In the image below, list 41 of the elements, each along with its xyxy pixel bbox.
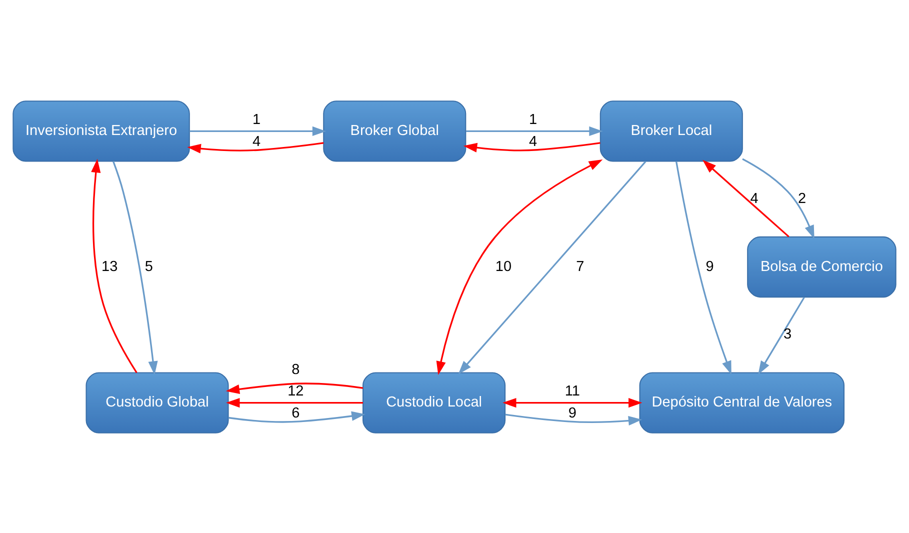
edge-label: 11 — [564, 383, 580, 400]
edge-label: 1 — [252, 112, 261, 128]
edge-label: 4 — [252, 133, 261, 150]
edge-label: 4 — [750, 190, 758, 206]
arrow — [463, 142, 600, 152]
arrow — [742, 158, 814, 239]
arrow — [226, 382, 364, 394]
arrow — [226, 398, 363, 408]
arrow — [505, 413, 642, 426]
edge-label: 8 — [292, 361, 300, 378]
edge-label: 2 — [798, 190, 806, 206]
edge-label: 6 — [292, 405, 300, 422]
arrow — [190, 126, 326, 136]
arrow — [436, 159, 603, 375]
edge-label: 9 — [568, 405, 576, 422]
edge-label: 7 — [576, 258, 584, 274]
edge-label: 9 — [706, 258, 714, 274]
arrow — [458, 160, 646, 374]
node-box: Bolsa de Comercio — [747, 236, 896, 298]
edge-label: 13 — [102, 258, 118, 274]
arrow — [91, 158, 138, 373]
arrow — [675, 160, 732, 374]
arrow — [702, 159, 790, 237]
arrow — [112, 160, 158, 374]
node-box: Custodio Local — [362, 372, 506, 433]
edge-label: 5 — [144, 258, 154, 274]
node-box: Broker Global — [323, 100, 466, 162]
arrow — [228, 410, 366, 422]
edge-label: 4 — [528, 133, 538, 150]
arrow — [466, 126, 603, 136]
arrow — [758, 296, 805, 374]
edge-label: 1 — [528, 112, 538, 128]
arrow — [187, 142, 324, 153]
edge-label: 12 — [288, 383, 304, 400]
node-box: Depósito Central de Valores — [639, 372, 845, 433]
node-box: Inversionista Extranjero — [12, 100, 190, 162]
edge-label: 3 — [783, 326, 792, 342]
arrow — [502, 398, 642, 408]
node-box: Custodio Global — [86, 372, 229, 433]
node-box: Broker Local — [600, 100, 743, 162]
edge-label: 10 — [495, 258, 512, 274]
